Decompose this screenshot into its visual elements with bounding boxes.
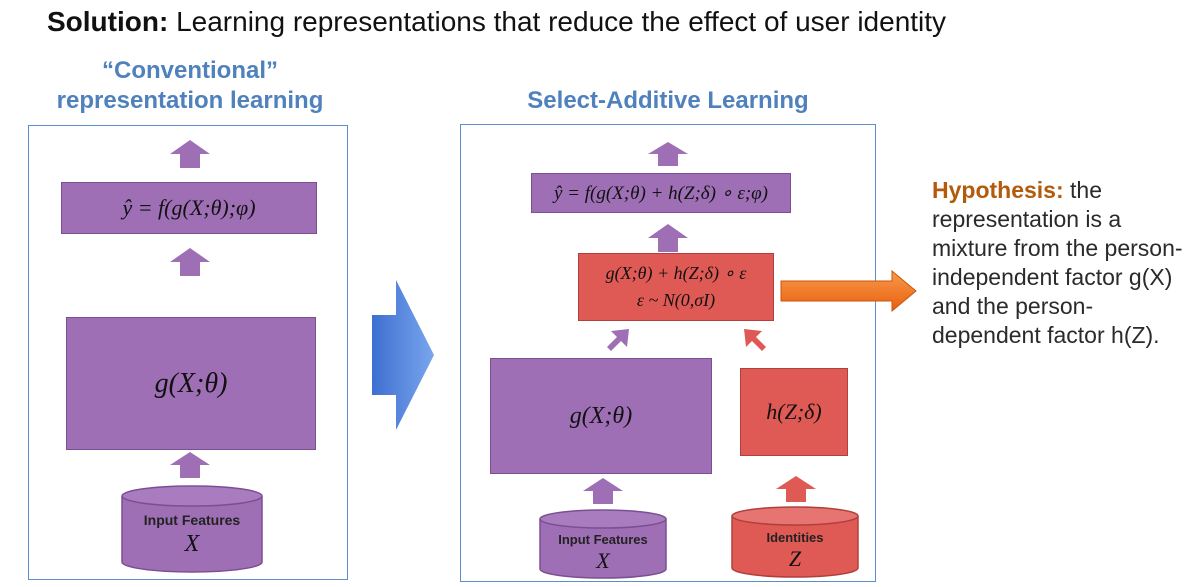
- title-text: Learning representations that reduce the…: [168, 6, 947, 37]
- input-var-x: X: [184, 531, 200, 557]
- input-features-database-icon: [539, 509, 667, 579]
- up-arrow-icon: [170, 140, 210, 168]
- hypothesis-label: Hypothesis:: [932, 177, 1064, 203]
- transition-arrow-icon: [372, 280, 434, 430]
- sal-output-formula-box: ŷ = f(g(X;θ) + h(Z;δ) ∘ ε;φ): [531, 173, 791, 213]
- input-features-label: Input Features: [143, 512, 241, 528]
- left-heading-line1: “Conventional”: [101, 57, 278, 84]
- hypothesis-arrow-icon: [780, 270, 917, 312]
- representation-box: g(X;θ): [66, 317, 316, 450]
- hypothesis-text: Hypothesis: the representation is a mixt…: [932, 176, 1192, 350]
- output-formula-box: ŷ = f(g(X;θ);φ): [61, 182, 317, 234]
- up-arrow-icon: [648, 142, 688, 166]
- h-representation-box: h(Z;δ): [740, 368, 848, 456]
- input-features-database-icon: [121, 485, 263, 573]
- hypothesis-body: the representation is a mixture from the…: [932, 177, 1183, 348]
- right-panel-heading: Select-Additive Learning: [527, 87, 809, 114]
- mixture-line2: ε ~ N(0,σI): [636, 290, 716, 310]
- up-arrow-icon: [776, 476, 816, 502]
- slide-title: Solution: Learning representations that …: [47, 6, 946, 38]
- mixture-box: g(X;θ) + h(Z;δ) ∘ ε ε ~ N(0,σI): [578, 253, 774, 321]
- input-var-x: X: [596, 548, 610, 573]
- select-additive-panel: [460, 124, 876, 582]
- identity-var-z: Z: [788, 546, 802, 571]
- input-features-label: Input Features: [558, 532, 648, 547]
- g-representation-box: g(X;θ): [490, 358, 712, 474]
- identities-database-icon: [731, 506, 859, 578]
- left-panel-heading: “Conventional” representation learning: [20, 56, 360, 116]
- diagonal-arrow-icon: [744, 329, 766, 351]
- up-arrow-icon: [648, 224, 688, 252]
- identities-label: Identities: [766, 530, 824, 545]
- left-heading-line2: representation learning: [56, 87, 324, 114]
- conventional-panel: [28, 125, 348, 580]
- up-arrow-icon: [583, 478, 623, 504]
- diagonal-arrow-icon: [607, 329, 629, 351]
- title-bold: Solution:: [47, 6, 169, 37]
- mixture-line1: g(X;θ) + h(Z;δ) ∘ ε: [605, 263, 747, 283]
- up-arrow-icon: [170, 452, 210, 478]
- up-arrow-icon: [170, 248, 210, 276]
